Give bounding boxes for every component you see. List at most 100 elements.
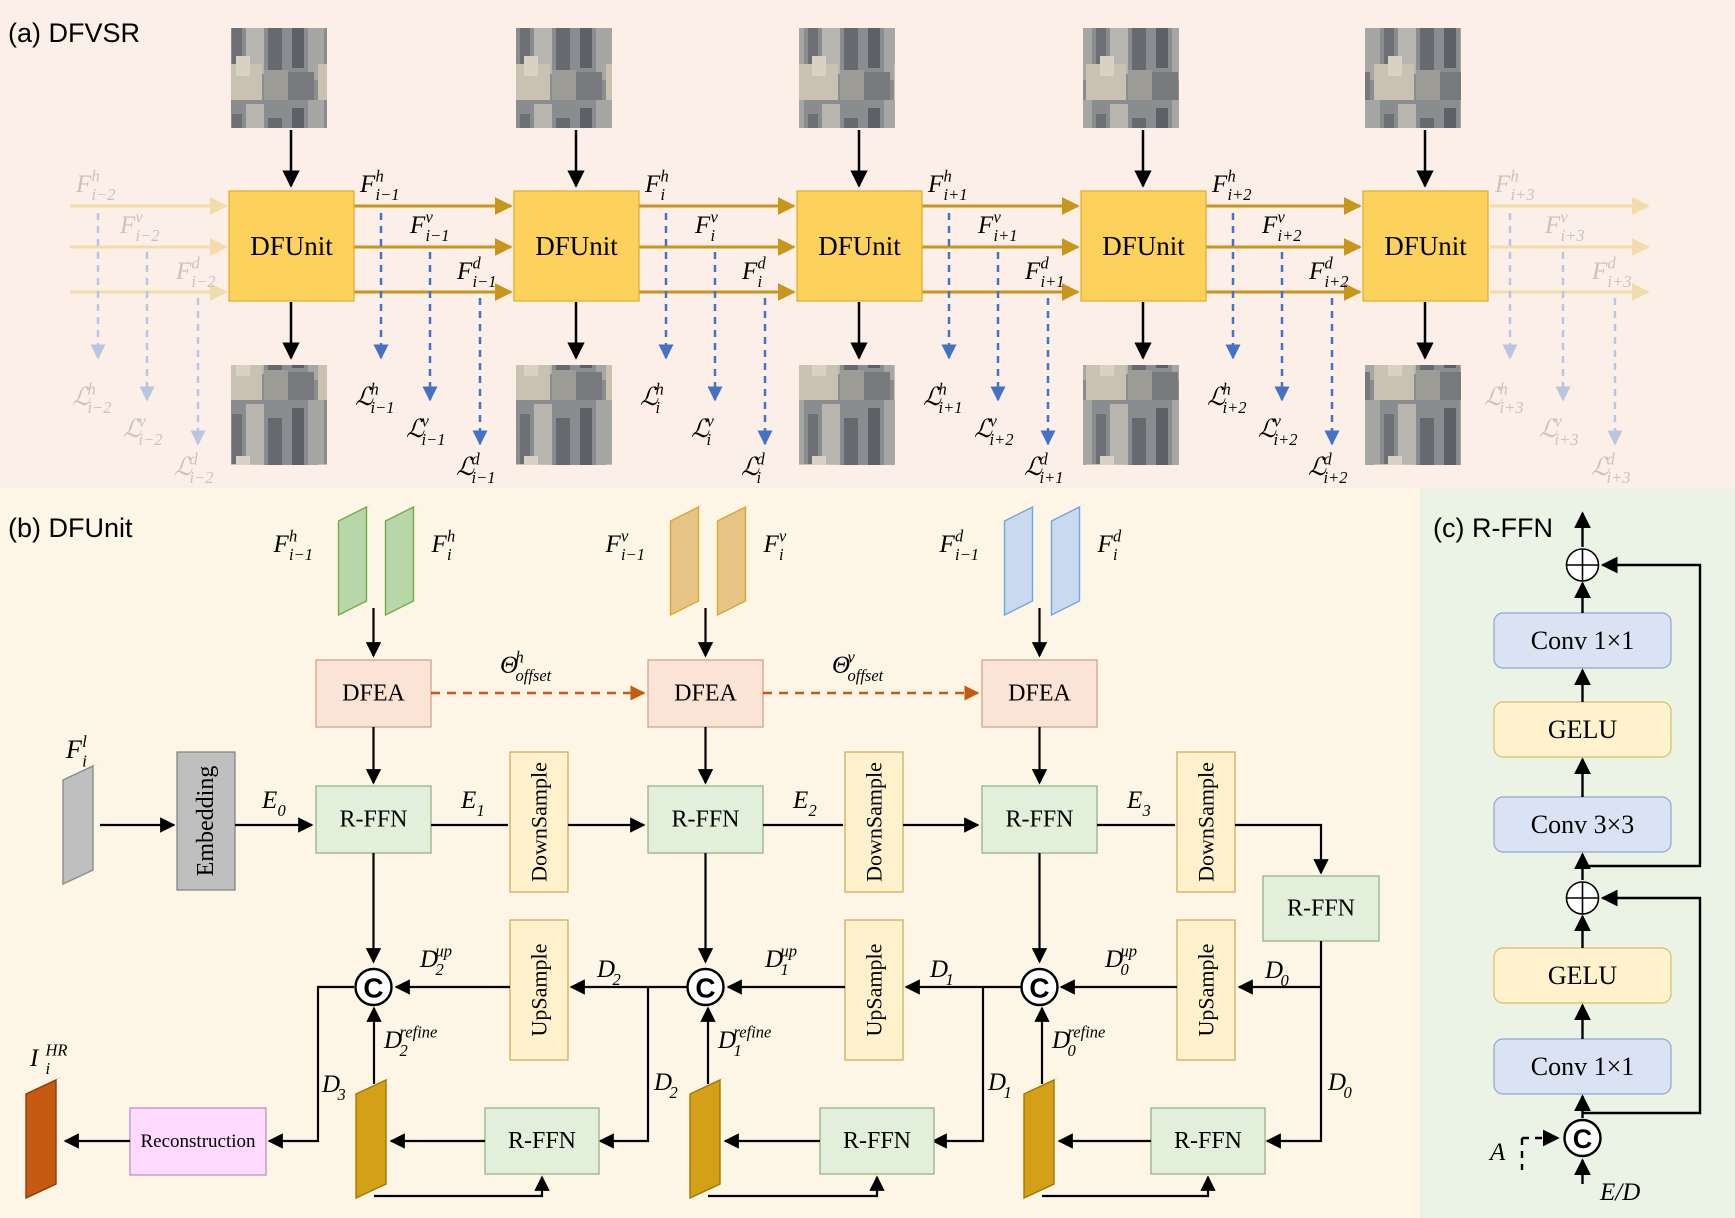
reconstruction-block [129, 1107, 267, 1176]
dfunit-block-label: DFUnit [1102, 231, 1185, 261]
upsample-block-label: UpSample [862, 944, 887, 1037]
downsample-block-label: DownSample [862, 762, 887, 882]
dfea-block [647, 659, 764, 728]
refine-loop-arrow [1042, 1175, 1216, 1198]
rffn-block-label: R-FFN [671, 807, 739, 833]
d0-refine-arrow [1265, 987, 1323, 1149]
refine-rffn-block-label: R-FFN [508, 1128, 576, 1154]
rffn-layer-block-label: GELU [1548, 961, 1618, 990]
embedding-block [176, 751, 236, 891]
input-feature-map-edge [63, 763, 98, 780]
dfunit-block [513, 190, 640, 302]
feature-map-prev-edge [338, 504, 372, 521]
refined-feature-map [689, 1078, 721, 1200]
dfunit-block [796, 190, 923, 302]
feature-map-cur-edge [1051, 504, 1085, 521]
rffn-block [315, 785, 432, 854]
refine-rffn-block [819, 1107, 935, 1175]
input-a-label: A [1488, 1139, 1506, 1166]
encoder-label: E2 [792, 787, 817, 820]
output-frame-image [1365, 365, 1461, 465]
feature-map-prev [669, 505, 700, 617]
upsample-block [1176, 919, 1236, 1061]
panel-c-title: (c) R-FFN [1433, 513, 1553, 543]
d1-label-side: D1 [987, 1069, 1012, 1102]
rffn-block-label: R-FFN [339, 807, 407, 833]
refine-rffn-block [484, 1107, 600, 1175]
input-feature-map [62, 764, 94, 886]
refine-loop-arrow [374, 1175, 550, 1198]
refine-rffn-block [1150, 1107, 1266, 1175]
d2-refine-arrow [598, 987, 650, 1149]
d3-arrow [267, 985, 354, 1149]
feature-map-cur [716, 505, 747, 617]
dfunit-block-label: DFUnit [535, 231, 618, 261]
output-frame-image [231, 365, 327, 465]
encoder-label-e0: E0 [261, 787, 287, 820]
refined-feature-map-edge [690, 1077, 725, 1094]
input-frame-image [1083, 28, 1179, 128]
downsample-block-label: DownSample [1194, 762, 1219, 882]
downsample-block-label: DownSample [527, 762, 552, 882]
rffn-layer-block-label: Conv 3×3 [1531, 810, 1635, 839]
input-frame-image [1365, 28, 1461, 128]
input-frame-image [799, 28, 895, 128]
panel-a-title: (a) DFVSR [8, 18, 140, 48]
refine-rffn-block-label: R-FFN [1174, 1128, 1242, 1154]
upsample-block [844, 919, 904, 1061]
rffn-layer-block-label: Conv 1×1 [1531, 626, 1635, 655]
refined-feature-map-edge [1024, 1077, 1059, 1094]
rffn-block [647, 785, 764, 854]
d3-label: D3 [321, 1071, 346, 1104]
refine-rffn-block-label: R-FFN [843, 1128, 911, 1154]
feature-map-prev-edge [1004, 504, 1038, 521]
d2-label: D2 [596, 956, 621, 989]
feature-map-prev-edge [670, 504, 704, 521]
d1-label: D1 [929, 956, 954, 989]
concat-node [1020, 967, 1059, 1007]
encoder-label: E1 [460, 787, 485, 820]
concat-node-label: C [695, 973, 715, 1004]
encoder-label: E3 [1126, 787, 1151, 820]
residual-skip-bottom [1582, 889, 1702, 1115]
embedding-block-label: Embedding [193, 766, 219, 877]
refine-loop-arrow [708, 1175, 885, 1198]
input-frame-image [231, 28, 327, 128]
refined-feature-map [1023, 1078, 1055, 1200]
d0-label: D0 [1264, 957, 1290, 990]
d2-label-side: D2 [653, 1069, 678, 1102]
concat-node [686, 967, 725, 1007]
rffn-block [981, 785, 1098, 854]
